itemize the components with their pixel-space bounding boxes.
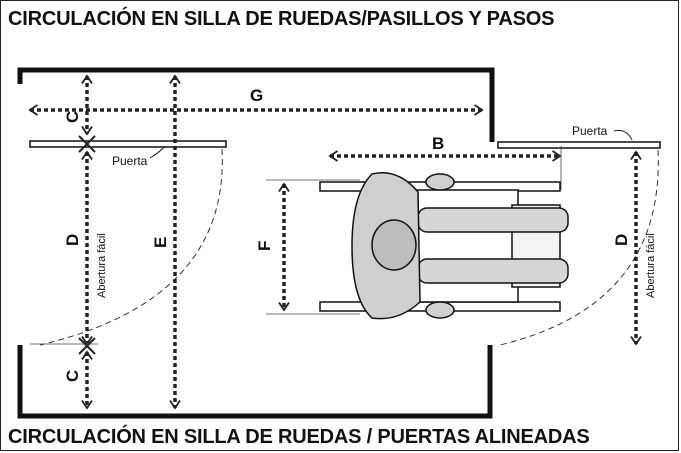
door-swings bbox=[39, 148, 659, 346]
wheelchair-user-figure bbox=[319, 172, 569, 320]
cross-bottom bbox=[78, 337, 96, 355]
pointer-leaders bbox=[149, 129, 633, 159]
wall-top-left bbox=[17, 67, 495, 142]
diagram-title-bottom: CIRCULACIÓN EN SILLA DE RUEDAS / PUERTAS… bbox=[8, 426, 590, 448]
door-right bbox=[497, 141, 661, 149]
wall-bottom bbox=[17, 345, 493, 419]
label-d-right: D bbox=[612, 234, 631, 246]
label-c-bottom: C bbox=[63, 370, 82, 382]
dimension-lines bbox=[28, 74, 642, 410]
label-g: G bbox=[250, 86, 263, 105]
reference-lines bbox=[30, 146, 562, 345]
doors bbox=[29, 140, 661, 149]
label-abertura-right: Abertura fácil bbox=[645, 233, 657, 298]
cross-markers bbox=[78, 135, 96, 355]
hand-top bbox=[425, 173, 455, 191]
walls bbox=[17, 67, 495, 419]
label-e: E bbox=[151, 237, 170, 248]
label-f: F bbox=[255, 241, 274, 251]
diagram-title-top: CIRCULACIÓN EN SILLA DE RUEDAS/PASILLOS … bbox=[8, 8, 555, 30]
label-puerta-right: Puerta bbox=[572, 124, 608, 138]
door-left bbox=[29, 140, 227, 148]
label-d-left: D bbox=[63, 234, 82, 246]
door-swing-right bbox=[499, 149, 659, 346]
head bbox=[371, 219, 417, 271]
leg-lower bbox=[417, 258, 569, 284]
cross-top bbox=[78, 135, 96, 153]
label-abertura-left: Abertura fácil bbox=[96, 233, 108, 298]
leader-puerta-right bbox=[613, 129, 633, 141]
label-b: B bbox=[432, 134, 444, 153]
door-swing-left bbox=[39, 148, 223, 346]
label-puerta-left: Puerta bbox=[112, 154, 148, 168]
leg-upper bbox=[417, 207, 569, 233]
hand-bottom bbox=[425, 301, 455, 319]
label-c-top: C bbox=[63, 111, 82, 123]
leader-puerta-left bbox=[149, 145, 166, 159]
